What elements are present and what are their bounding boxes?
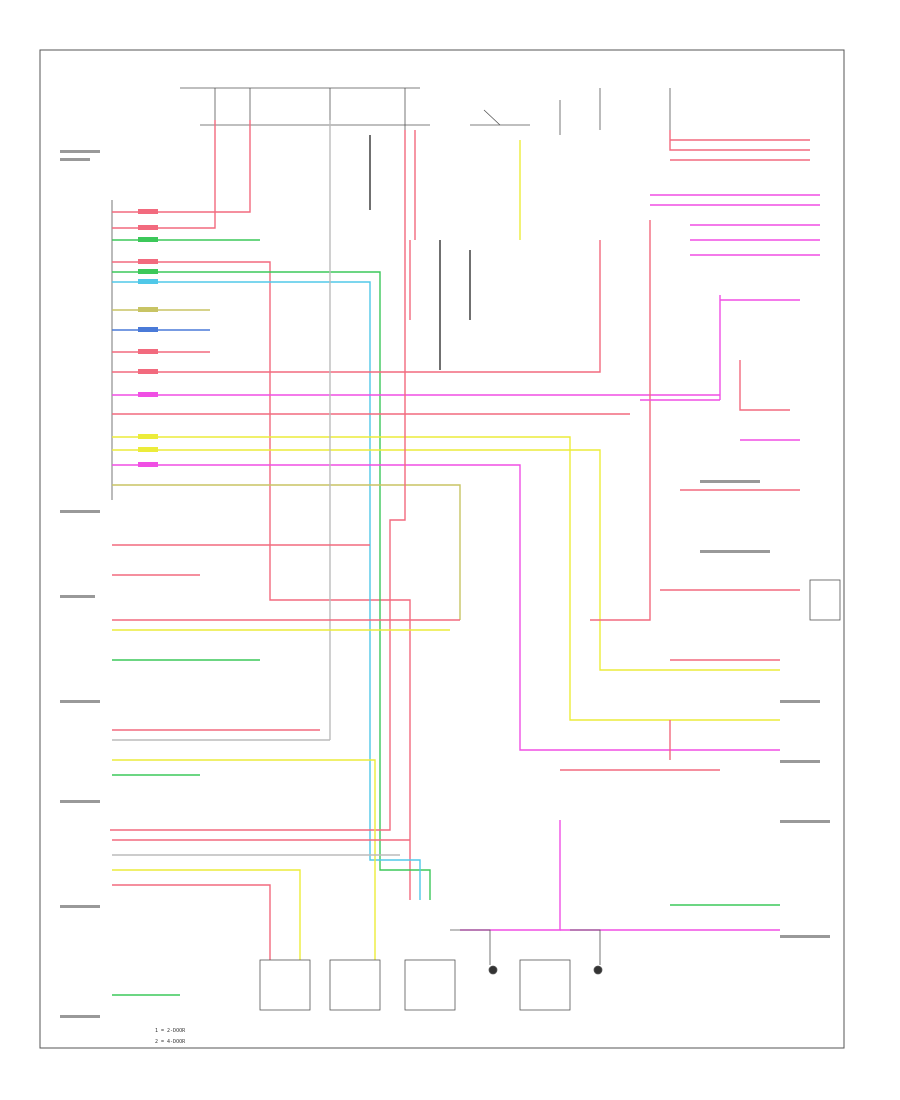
wire-olive-2 <box>112 484 461 620</box>
wire-green-2 <box>112 271 431 900</box>
wire-red-v2 <box>110 130 406 831</box>
wire-lblue <box>112 281 421 900</box>
legend-2: 2 = 4-DOOR <box>155 1039 186 1045</box>
wire-red-3 <box>112 261 411 900</box>
wire-red-1 <box>112 120 251 213</box>
bcm-wires <box>112 120 780 900</box>
diagram-frame <box>39 49 845 1049</box>
wire-yellow-1 <box>112 436 780 721</box>
center-verticals <box>110 120 521 831</box>
legend-1: 1 = 2-DOOR <box>155 1028 186 1034</box>
bcm-pin-labels <box>138 209 158 467</box>
wire-pink-2 <box>112 464 780 751</box>
door-switches <box>259 579 841 1011</box>
annotation-marks <box>60 150 830 1018</box>
right-wires <box>460 130 820 931</box>
fuse-feeds <box>180 87 671 135</box>
wire-red-5 <box>112 240 601 373</box>
lower-left-wires <box>112 544 460 996</box>
wire-yellow-2 <box>112 449 780 671</box>
